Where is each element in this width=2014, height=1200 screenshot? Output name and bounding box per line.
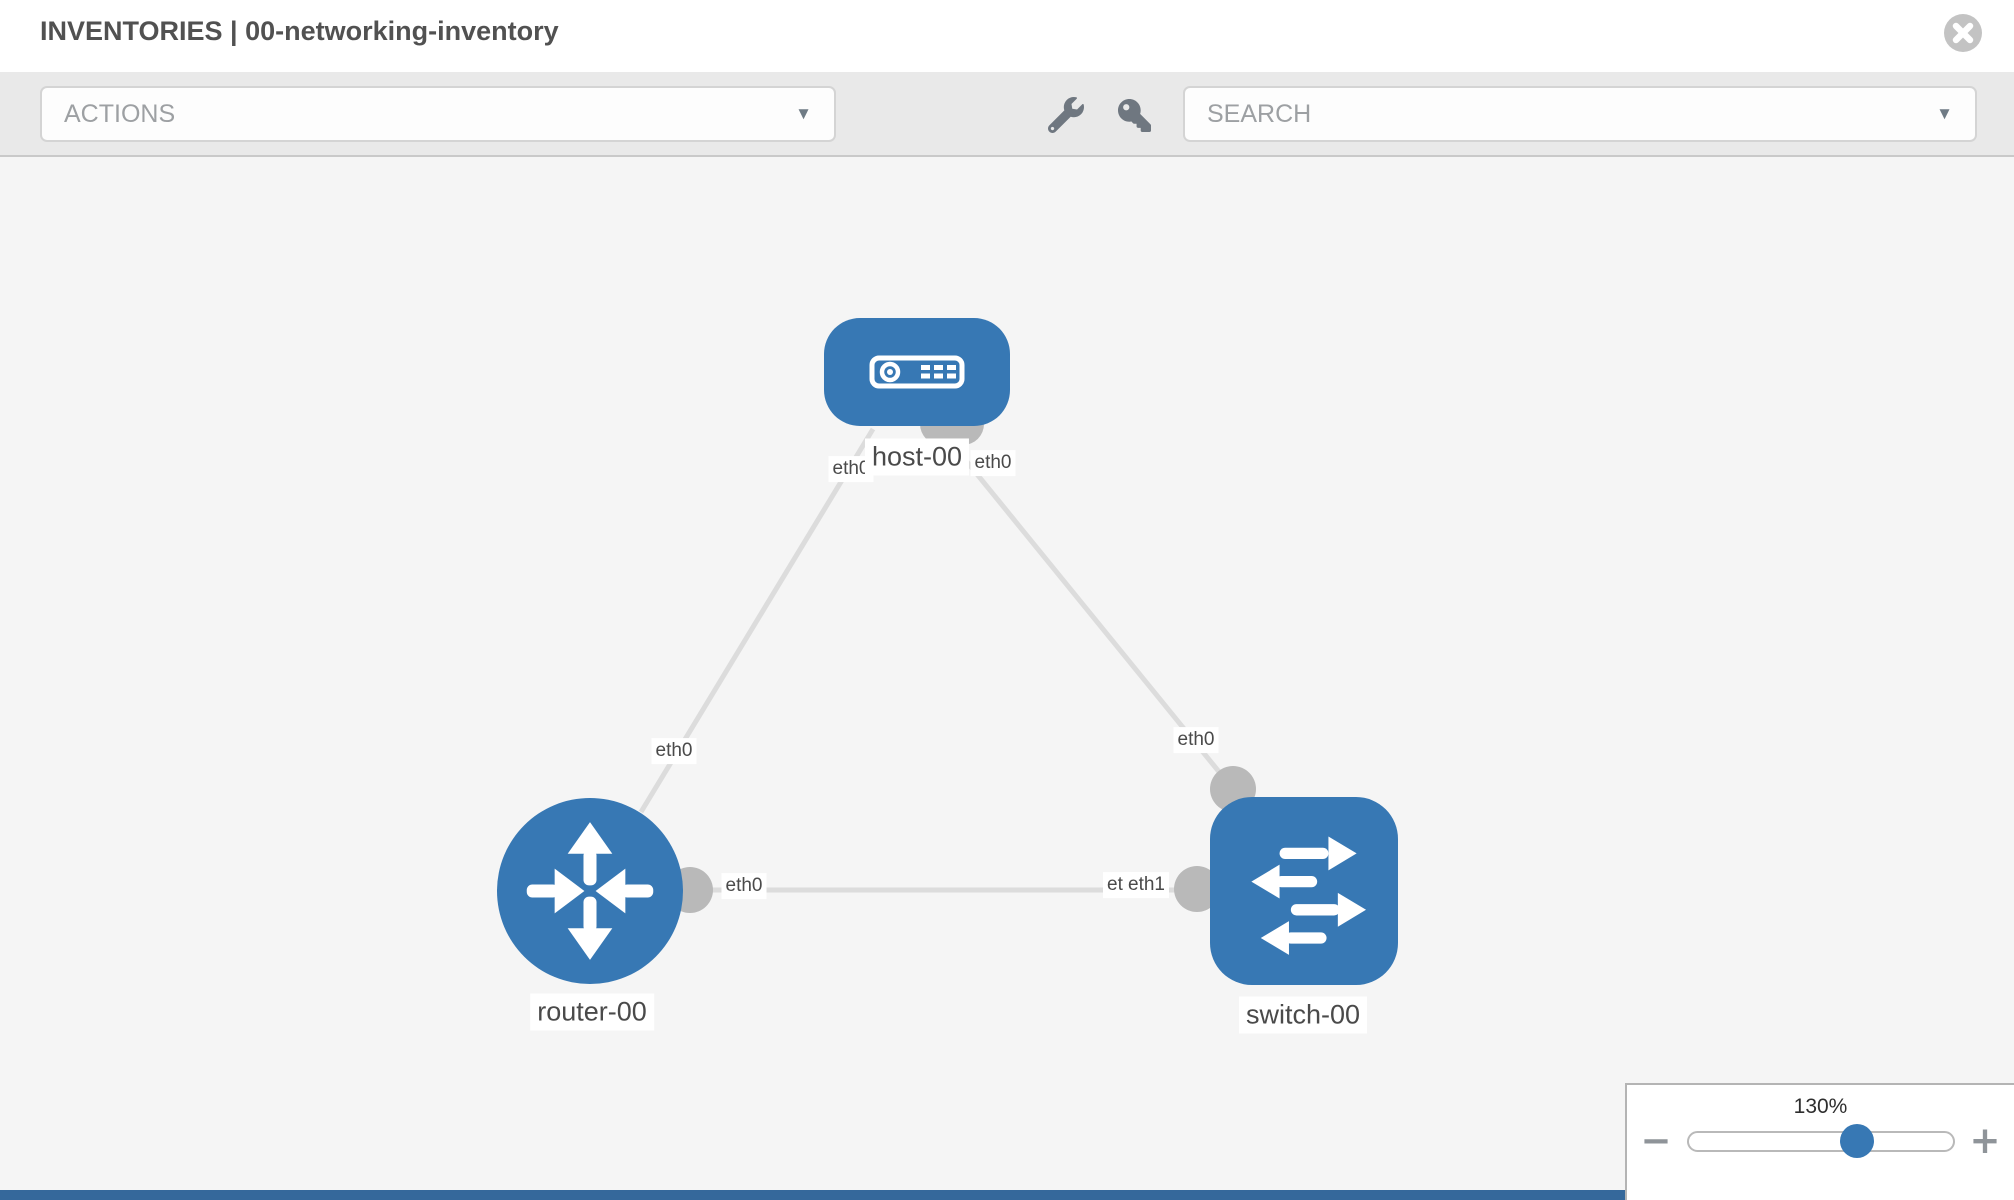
iface-label-switch-to-router: eth1 xyxy=(1124,872,1169,898)
page-title: INVENTORIES | 00-networking-inventory xyxy=(40,16,559,46)
chevron-down-icon: ▼ xyxy=(795,104,812,123)
zoom-out-button[interactable]: − xyxy=(1640,1119,1672,1162)
key-button[interactable] xyxy=(1111,92,1157,138)
toolbar: ACTIONS ▼ SEARCH ▼ xyxy=(0,72,2014,157)
iface-label-router-to-switch: eth0 xyxy=(721,873,767,899)
chevron-down-icon: ▼ xyxy=(1936,104,1953,123)
node-label-router-00: router-00 xyxy=(530,993,654,1031)
bottom-accent-bar xyxy=(0,1190,1625,1200)
node-label-host-00: host-00 xyxy=(864,438,970,476)
wrench-icon xyxy=(1048,97,1084,133)
node-label-switch-00: switch-00 xyxy=(1238,996,1368,1034)
search-placeholder: SEARCH xyxy=(1207,99,1312,128)
wrench-button[interactable] xyxy=(1043,92,1089,138)
actions-dropdown[interactable]: ACTIONS ▼ xyxy=(40,86,836,142)
zoom-slider[interactable] xyxy=(1686,1124,1955,1158)
links-layer xyxy=(638,403,1256,913)
app-header: INVENTORIES | 00-networking-inventory xyxy=(0,0,2014,72)
switch-icon xyxy=(1251,836,1367,955)
node-host-00[interactable] xyxy=(824,318,1010,426)
key-icon xyxy=(1117,98,1151,132)
iface-label-switch-to-host: eth0 xyxy=(1173,727,1219,753)
zoom-slider-handle[interactable] xyxy=(1840,1124,1875,1158)
actions-dropdown-label: ACTIONS xyxy=(64,99,176,128)
zoom-panel: 130% − + xyxy=(1625,1083,2014,1200)
router-icon xyxy=(526,822,654,960)
zoom-level: 130% xyxy=(1793,1095,1848,1118)
iface-label-router-to-host: eth0 xyxy=(651,738,697,764)
iface-label-host-to-switch: eth0 xyxy=(970,450,1016,476)
zoom-in-button[interactable]: + xyxy=(1969,1119,2001,1162)
node-router-00[interactable] xyxy=(497,798,683,984)
close-icon xyxy=(1944,14,1982,52)
host-icon xyxy=(869,355,965,389)
close-button[interactable] xyxy=(1943,13,1983,53)
search-dropdown[interactable]: SEARCH ▼ xyxy=(1183,86,1977,142)
node-switch-00[interactable] xyxy=(1210,797,1398,985)
topology-canvas[interactable]: eth0 eth0 host-00 eth0 eth0 eth0 eth0 et… xyxy=(0,157,2014,1200)
connector-dot-switch-left xyxy=(1174,866,1220,912)
